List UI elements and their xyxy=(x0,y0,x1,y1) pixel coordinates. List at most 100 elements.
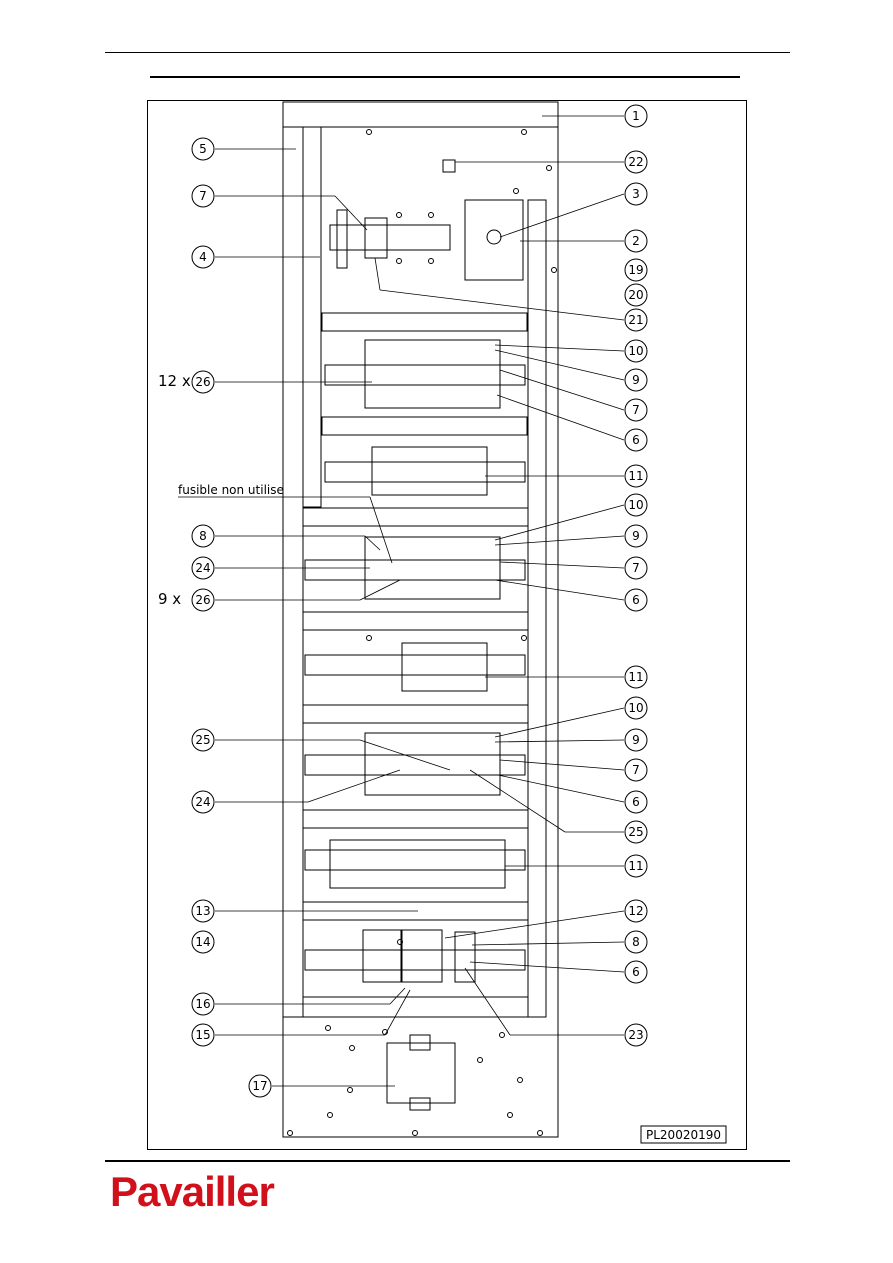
callout-number: 6 xyxy=(632,795,640,809)
fuse-note: fusible non utilise xyxy=(178,483,284,497)
callout-number: 9 xyxy=(632,733,640,747)
callout-number: 20 xyxy=(628,288,643,302)
callout-bubble xyxy=(191,728,215,752)
callout-number: 2 xyxy=(632,234,640,248)
callout-bubble xyxy=(191,1023,215,1047)
top-panel xyxy=(282,101,559,128)
callout-number: 8 xyxy=(632,935,640,949)
transformer-bottom xyxy=(409,1097,431,1111)
qty-label-row2: 9 x xyxy=(158,590,181,608)
callout-number: 13 xyxy=(195,904,210,918)
callout-number: 5 xyxy=(199,142,207,156)
din-rail-top xyxy=(329,224,451,251)
callout-number: 3 xyxy=(632,187,640,201)
callout-bubble xyxy=(624,368,648,392)
callout-bubble xyxy=(624,758,648,782)
plate-holes xyxy=(287,129,557,1136)
callout-bubble xyxy=(624,588,648,612)
header-rule-bold xyxy=(150,76,740,78)
callout-number: 25 xyxy=(195,733,210,747)
din-rail-7 xyxy=(304,949,526,971)
callout-number: 19 xyxy=(628,263,643,277)
duct-8 xyxy=(302,996,529,1018)
callout-bubble xyxy=(191,556,215,580)
fuse-holder xyxy=(454,931,476,983)
callout-number: 26 xyxy=(195,593,210,607)
left-duct xyxy=(282,126,304,1018)
qty-label-row1: 12 x xyxy=(158,372,191,390)
callout-number: 7 xyxy=(632,403,640,417)
duct-4 xyxy=(302,611,529,631)
callout-number: 23 xyxy=(628,1028,643,1042)
relay-row-3 xyxy=(329,839,506,889)
callout-bubble xyxy=(624,182,648,206)
callout-number: 14 xyxy=(195,935,210,949)
callout-bubble xyxy=(191,245,215,269)
duct-6 xyxy=(302,809,529,829)
callout-bubble xyxy=(624,930,648,954)
callout-bubble xyxy=(624,1023,648,1047)
breaker-row-2 xyxy=(364,536,501,600)
relay-row-1 xyxy=(371,446,488,496)
callout-number: 6 xyxy=(632,965,640,979)
callout-number: 10 xyxy=(628,498,643,512)
callout-number: 11 xyxy=(628,469,643,483)
callout-number: 1 xyxy=(632,109,640,123)
callout-bubble xyxy=(624,696,648,720)
callout-bubble xyxy=(624,728,648,752)
callout-number: 7 xyxy=(632,561,640,575)
pavailler-logo: Pavailler xyxy=(110,1168,275,1215)
callout-bubble xyxy=(191,992,215,1016)
relay-row-2 xyxy=(401,642,488,692)
callout-number: 9 xyxy=(632,373,640,387)
callout-bubble xyxy=(191,899,215,923)
callout-bubble xyxy=(624,398,648,422)
callout-bubble xyxy=(624,339,648,363)
callout-bubble xyxy=(191,137,215,161)
header-rule-top xyxy=(105,52,790,53)
callout-number: 8 xyxy=(199,529,207,543)
callout-bubble xyxy=(624,899,648,923)
callout-bubble xyxy=(191,588,215,612)
callout-number: 24 xyxy=(195,561,210,575)
callout-number: 6 xyxy=(632,593,640,607)
main-switch xyxy=(464,199,524,281)
callout-bubble xyxy=(624,308,648,332)
callout-bubble xyxy=(191,790,215,814)
callout-number: 17 xyxy=(252,1079,267,1093)
reference-number: PL20020190 xyxy=(646,1128,721,1142)
callout-bubble xyxy=(191,184,215,208)
transformer-top xyxy=(409,1034,431,1051)
callout-number: 10 xyxy=(628,701,643,715)
callout-bubble xyxy=(624,229,648,253)
breaker-row-3 xyxy=(364,732,501,796)
callout-bubble xyxy=(248,1074,272,1098)
breaker-row-1 xyxy=(364,339,501,409)
callout-number: 15 xyxy=(195,1028,210,1042)
leader-lines xyxy=(215,115,625,1087)
din-rail-5 xyxy=(304,754,526,776)
callout-number: 12 xyxy=(628,904,643,918)
callout-number: 22 xyxy=(628,155,643,169)
callout-bubble xyxy=(624,464,648,488)
callout-bubble xyxy=(191,524,215,548)
callout-number: 25 xyxy=(628,825,643,839)
left-duct-inner xyxy=(302,126,322,508)
callout-number: 26 xyxy=(195,375,210,389)
switch-knob xyxy=(486,229,502,245)
callout-bubble xyxy=(191,930,215,954)
callout-number: 10 xyxy=(628,344,643,358)
callout-bubble xyxy=(624,665,648,689)
callout-number: 7 xyxy=(632,763,640,777)
callout-bubble xyxy=(624,790,648,814)
callout-number: 11 xyxy=(628,859,643,873)
callout-bubble xyxy=(624,493,648,517)
reference-box xyxy=(640,1125,727,1144)
relay-module xyxy=(401,929,443,983)
duct-5 xyxy=(302,704,529,724)
callout-bubble xyxy=(624,820,648,844)
callout-number: 11 xyxy=(628,670,643,684)
footer-rule xyxy=(105,1160,790,1162)
